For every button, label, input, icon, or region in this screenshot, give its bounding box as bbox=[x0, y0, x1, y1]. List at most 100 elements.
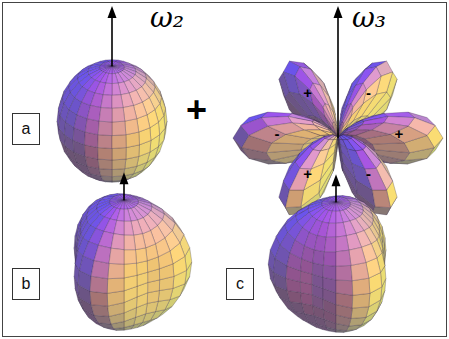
surface-patch bbox=[372, 143, 409, 153]
deformed-shape bbox=[74, 194, 192, 331]
panel-letter: c bbox=[236, 275, 244, 293]
surface-patch bbox=[123, 105, 137, 121]
surface-patch bbox=[112, 159, 126, 169]
surface-patch bbox=[124, 235, 136, 250]
surface-patch bbox=[336, 236, 349, 252]
surface-patch bbox=[332, 202, 336, 211]
surface-patch bbox=[112, 121, 126, 135]
surface-patch bbox=[343, 104, 353, 124]
surface-patch bbox=[313, 139, 329, 151]
surface-patch bbox=[124, 200, 134, 208]
surface-patch bbox=[336, 265, 352, 280]
lobe-sign: - bbox=[366, 166, 371, 181]
surface-patch bbox=[117, 209, 124, 221]
surface-patch bbox=[329, 211, 336, 223]
surface-patch bbox=[351, 307, 369, 319]
surface-patch bbox=[304, 164, 324, 190]
surface-patch bbox=[329, 202, 336, 211]
deformed-shape bbox=[268, 196, 386, 333]
arrow-head bbox=[332, 174, 341, 186]
surface-patch bbox=[112, 148, 126, 160]
lobe-sign: - bbox=[275, 125, 280, 140]
surface-patch bbox=[98, 148, 112, 160]
surface-patch bbox=[101, 95, 112, 109]
surface-patch bbox=[112, 95, 123, 109]
surface-patch bbox=[349, 247, 366, 265]
surface-patch bbox=[336, 202, 340, 211]
surface-patch bbox=[90, 276, 108, 293]
surface-patch bbox=[339, 122, 343, 134]
surface-patch bbox=[326, 202, 336, 210]
surface-patch bbox=[352, 278, 370, 295]
axis-line bbox=[335, 184, 337, 202]
surface-patch bbox=[106, 74, 112, 84]
surface-patch bbox=[124, 263, 137, 278]
surface-patch bbox=[112, 66, 118, 73]
panel-letter-box: c bbox=[226, 268, 254, 300]
surface-patch bbox=[125, 119, 139, 135]
surface-patch bbox=[310, 90, 325, 116]
panel-letter: a bbox=[22, 120, 31, 138]
surface-patch bbox=[106, 66, 112, 73]
surface-patch bbox=[352, 164, 372, 190]
panel-letter-box: a bbox=[12, 113, 40, 145]
surface-patch bbox=[91, 305, 109, 317]
surface-patch bbox=[107, 278, 124, 293]
surface-patch bbox=[336, 250, 351, 266]
axis-line bbox=[337, 16, 339, 138]
arrow-head bbox=[108, 6, 117, 18]
surface-patch bbox=[314, 236, 326, 252]
surface-patch bbox=[112, 66, 121, 73]
lobe-sign: + bbox=[303, 85, 312, 100]
surface-patch bbox=[124, 200, 131, 209]
surface-patch bbox=[112, 108, 125, 122]
surface-patch bbox=[99, 169, 112, 177]
surface-patch bbox=[112, 83, 121, 95]
surface-patch bbox=[313, 250, 325, 265]
panel-letter: b bbox=[22, 275, 31, 293]
surface-patch bbox=[124, 250, 137, 265]
surface-patch bbox=[112, 74, 118, 84]
prolate-shape bbox=[57, 60, 167, 183]
frame-border bbox=[3, 3, 447, 337]
lobe-sign: - bbox=[366, 85, 371, 100]
surface-patch bbox=[266, 143, 303, 153]
surface-patch bbox=[91, 260, 109, 278]
surface-patch bbox=[124, 221, 134, 235]
surface-patch bbox=[351, 90, 366, 116]
surface-patch bbox=[108, 263, 124, 278]
panel-letter-box: b bbox=[12, 268, 40, 300]
surface-patch bbox=[111, 234, 124, 250]
axis-line bbox=[123, 182, 125, 200]
surface-patch bbox=[136, 248, 148, 263]
surface-patch bbox=[114, 220, 124, 235]
surface-patch bbox=[326, 223, 336, 237]
surface-patch bbox=[87, 105, 101, 121]
surface-patch bbox=[336, 211, 343, 223]
surface-patch bbox=[323, 104, 333, 124]
surface-patch bbox=[352, 293, 370, 308]
surface-patch bbox=[295, 76, 313, 103]
surface-patch bbox=[94, 245, 111, 263]
plus-sign: + bbox=[186, 92, 207, 128]
surface-patch bbox=[134, 234, 146, 250]
axis-line bbox=[111, 16, 113, 66]
surface-patch bbox=[98, 121, 112, 135]
surface-patch bbox=[124, 209, 131, 221]
surface-patch bbox=[99, 108, 112, 122]
surface-patch bbox=[109, 248, 124, 264]
surface-patch bbox=[372, 190, 390, 208]
surface-patch bbox=[323, 252, 336, 267]
lobe-sign: + bbox=[303, 166, 312, 181]
surface-patch bbox=[336, 202, 343, 211]
surface-patch bbox=[117, 200, 124, 209]
surface-patch bbox=[333, 122, 337, 134]
surface-patch bbox=[109, 66, 112, 73]
surface-patch bbox=[336, 222, 346, 237]
surface-patch bbox=[324, 237, 336, 252]
surface-patch bbox=[112, 66, 115, 73]
surface-patch bbox=[286, 190, 304, 208]
